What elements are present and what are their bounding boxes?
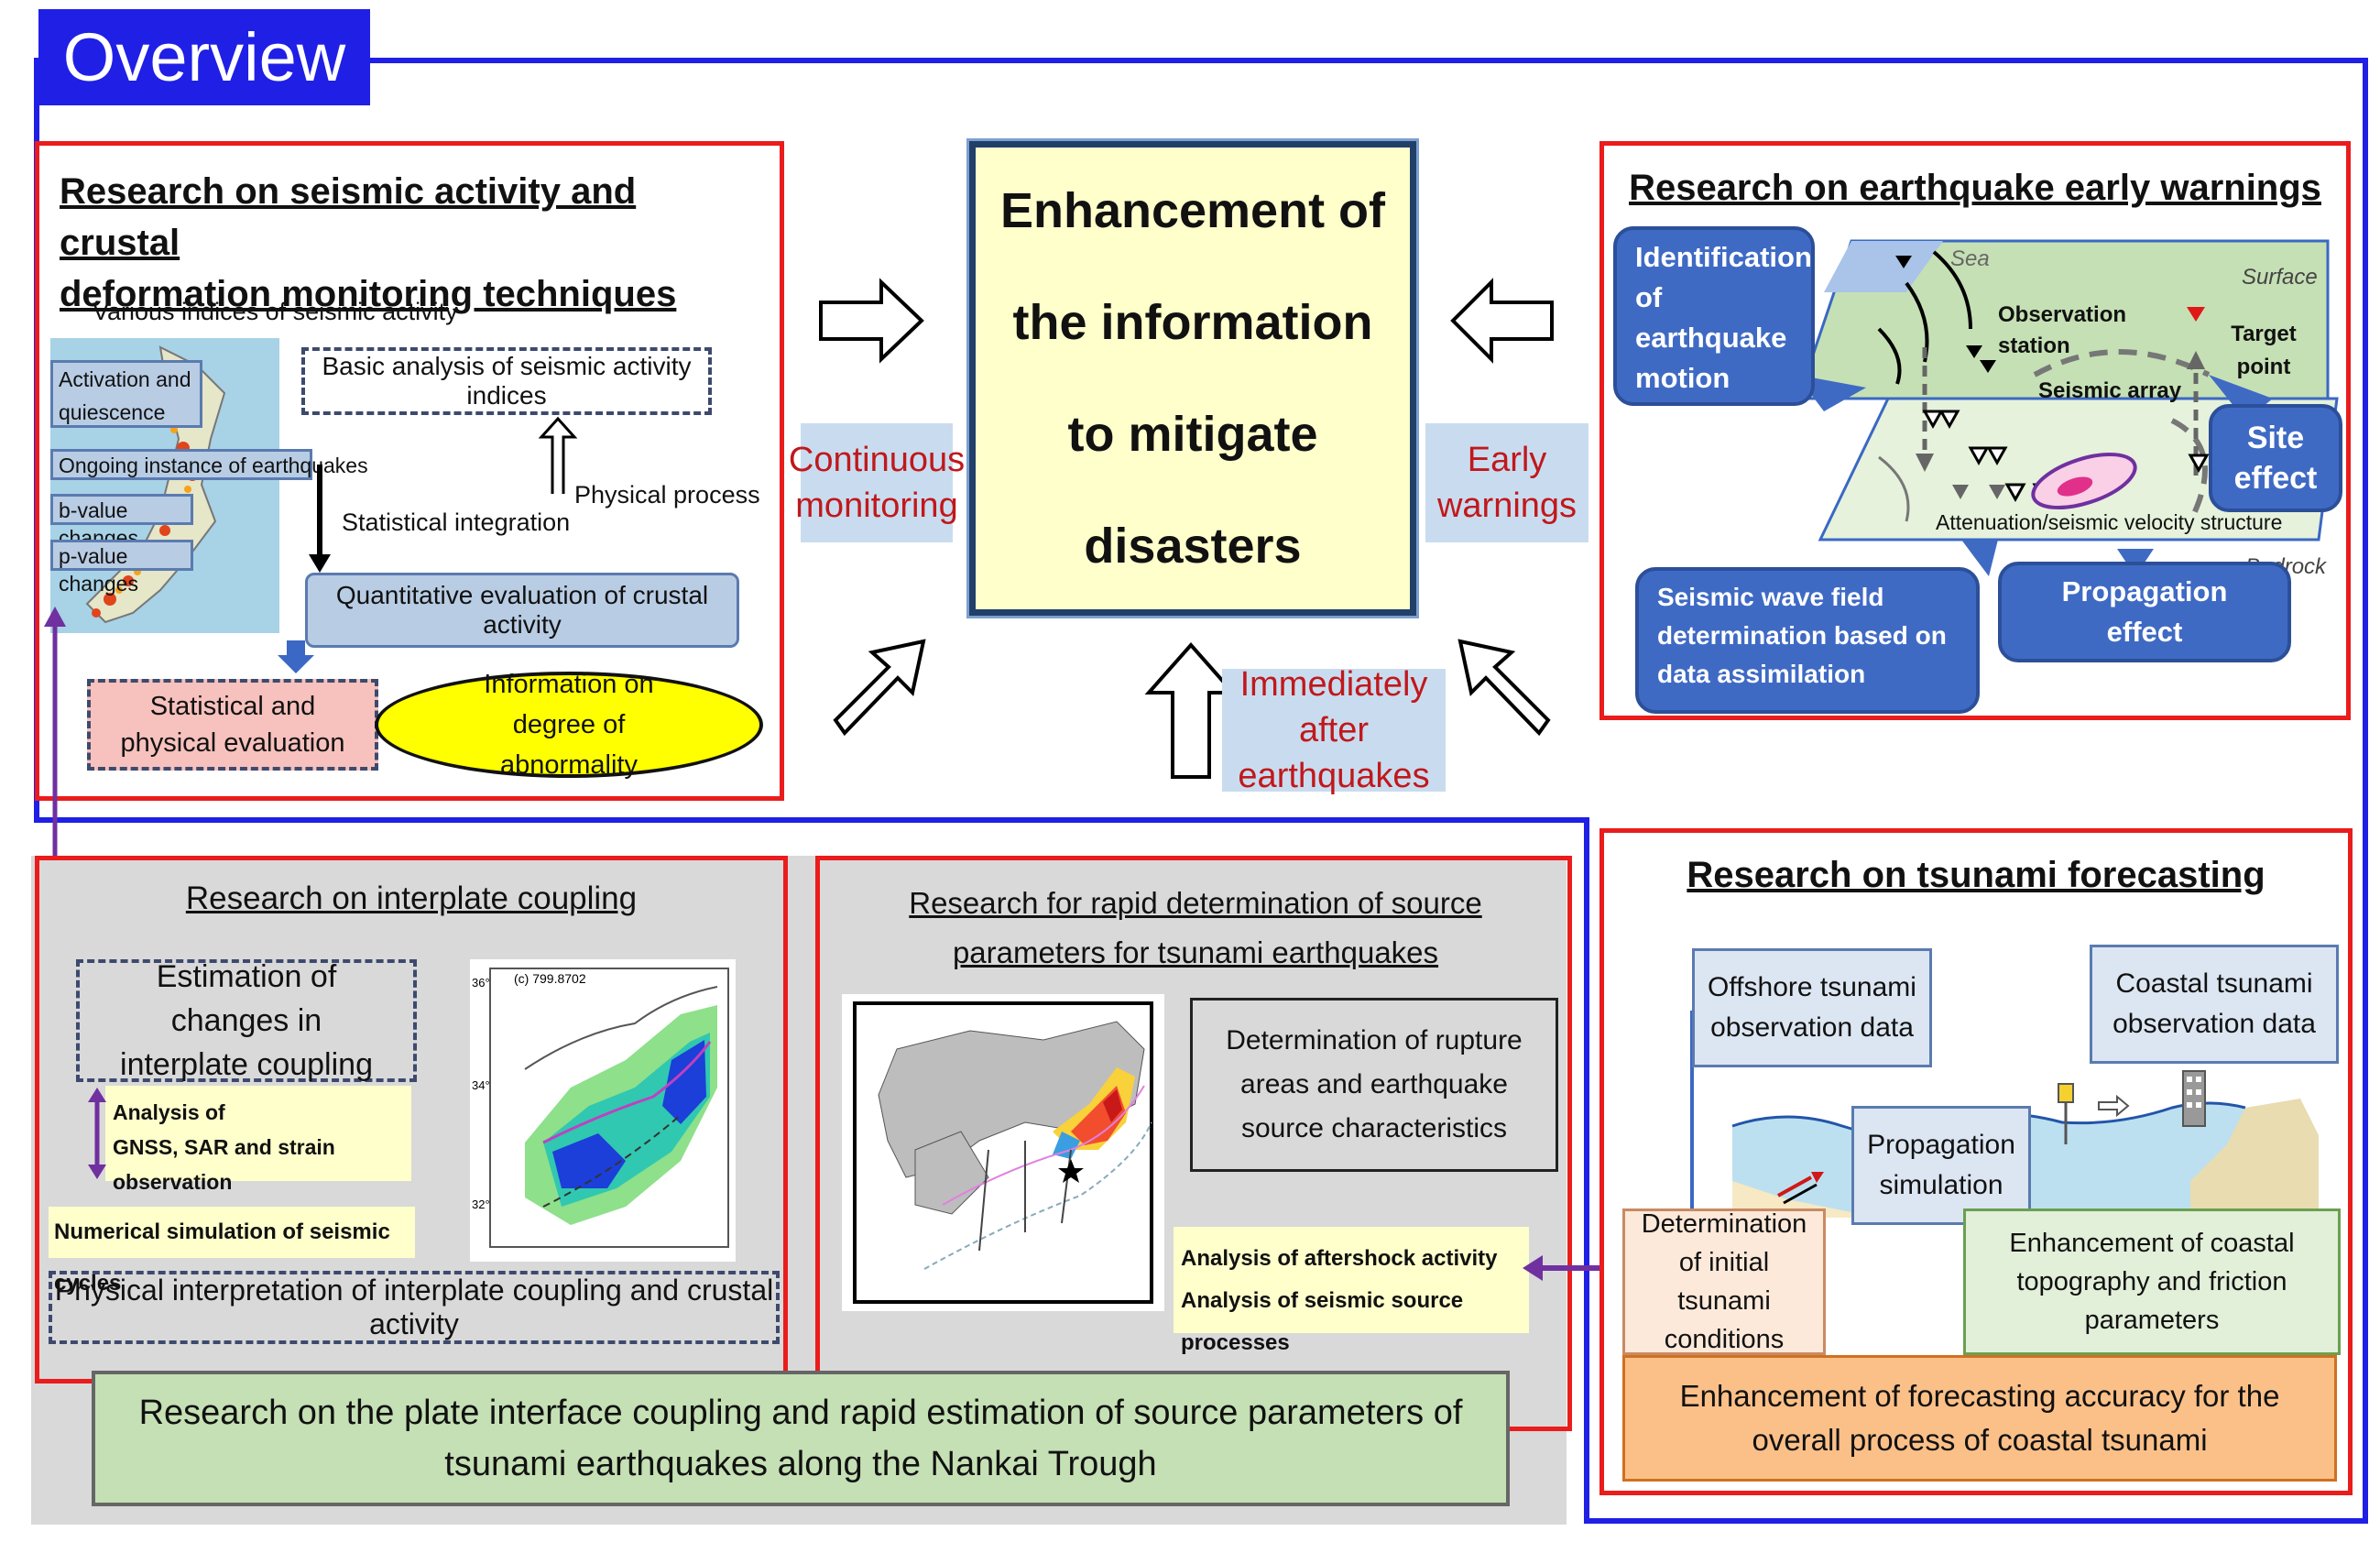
physical-process-label: Physical process	[574, 481, 760, 509]
early-warnings-label: Early warnings	[1425, 423, 1588, 542]
wavefield-callout: Seismic wave field determination based o…	[1635, 567, 1980, 714]
attenuation-label: Attenuation/seismic velocity structure	[1936, 510, 2283, 534]
aftershock-note: Analysis of aftershock activity Analysis…	[1174, 1227, 1529, 1355]
forecasting-accuracy-box: Enhancement of forecasting accuracy for …	[1622, 1355, 2337, 1482]
coupling-map-caption: (c) 799.8702	[514, 971, 586, 986]
observation-station-label: Observation station	[1998, 302, 2127, 358]
overview-title: Overview	[38, 9, 370, 105]
indices-label: Various indices of seismic activity	[93, 298, 458, 325]
statistical-integration-label: Statistical integration	[342, 509, 571, 536]
tsunami-source-map	[842, 994, 1164, 1311]
analysis-line1: Analysis of	[113, 1100, 225, 1124]
physical-interpretation-box: Physical interpretation of interplate co…	[49, 1271, 780, 1344]
target-point-label: Target point	[2231, 322, 2297, 379]
numerical-note: Numerical simulation of seismic cycles	[49, 1207, 415, 1296]
coupling-map: (c) 799.8702 36° 34° 32°	[470, 959, 736, 1262]
coupling-map-graphic: (c) 799.8702 36° 34° 32°	[472, 968, 729, 1248]
sea-label: Sea	[1950, 246, 1990, 271]
offshore-data-box: Offshore tsunami observation data	[1692, 948, 1932, 1067]
center-enhancement-text: Enhancement of the information to mitiga…	[999, 183, 1386, 574]
lat-32: 32°	[472, 1198, 490, 1211]
coastal-data-box: Coastal tsunami observation data	[2090, 945, 2339, 1064]
tsunami-panel: Research on tsunami forecasting Offshore…	[1599, 828, 2353, 1495]
early-warning-panel: Research on earthquake early warnings	[1599, 141, 2351, 720]
source-title: Research for rapid determination of sour…	[909, 886, 1482, 969]
lat-34: 34°	[472, 1078, 490, 1092]
lat-36: 36°	[472, 976, 490, 990]
estimation-box: Estimation of changes in interplate coup…	[76, 959, 417, 1082]
early-warning-title: Research on earthquake early warnings	[1629, 168, 2321, 208]
site-effect-callout: Site effect	[2209, 404, 2342, 512]
topography-box: Enhancement of coastal topography and fr…	[1963, 1208, 2341, 1355]
interplate-panel: Research on interplate coupling Estimati…	[35, 856, 788, 1383]
continuous-monitoring-label: Continuous monitoring	[789, 423, 965, 542]
aftershock-text: Analysis of aftershock activity	[1181, 1246, 1498, 1271]
tsunami-title: Research on tsunami forecasting	[1687, 855, 2265, 895]
analysis-line2: GNSS, SAR and strain observation	[113, 1135, 335, 1194]
p-value-label: p-value changes	[50, 540, 193, 596]
propagation-simulation-box: Propagation simulation	[1851, 1106, 2031, 1225]
interplate-title: Research on interplate coupling	[185, 880, 638, 916]
propagation-effect-callout: Propagation effect	[1998, 562, 2291, 662]
quantitative-evaluation-box: Quantitative evaluation of crustal activ…	[305, 573, 739, 648]
center-enhancement-box: Enhancement of the information to mitiga…	[969, 141, 1416, 616]
abnormality-ellipse: Information on degree of abnormality	[375, 670, 763, 780]
ongoing-earthquakes-label: Ongoing instance of earthquakes	[50, 449, 368, 480]
seismic-title-line2: deformation monitoring techniques	[60, 274, 677, 314]
seismic-title-line1: Research on seismic activity and crustal	[60, 171, 637, 263]
activation-quiescence-label: Activation and quiescence	[50, 360, 202, 428]
source-processes-text: Analysis of seismic source processes	[1181, 1288, 1464, 1355]
identification-callout: Identification of earthquake motion type…	[1613, 226, 1815, 434]
basic-analysis-box: Basic analysis of seismic activity indic…	[301, 347, 712, 415]
nankai-box: Research on the plate interface coupling…	[92, 1371, 1510, 1506]
analysis-note: Analysis of GNSS, SAR and strain observa…	[105, 1086, 411, 1194]
seismic-array-label: Seismic array	[2038, 378, 2182, 403]
initial-conditions-box: Determination of initial tsunami conditi…	[1622, 1208, 1826, 1355]
interplate-purple-arrow	[88, 1088, 106, 1179]
rupture-areas-box: Determination of rupture areas and earth…	[1190, 998, 1558, 1172]
tsunami-source-map-graphic	[853, 1001, 1153, 1304]
early-warning-diagram	[1796, 239, 2339, 576]
surface-label: Surface	[2242, 265, 2318, 290]
source-parameters-panel: Research for rapid determination of sour…	[815, 856, 1572, 1431]
seismic-arrows	[278, 416, 578, 673]
seismic-activity-panel: Research on seismic activity and crustal…	[35, 141, 784, 801]
immediately-after-label: Immediately after earthquakes	[1222, 665, 1446, 795]
seismic-panel-title: Research on seismic activity and crustal…	[60, 166, 756, 320]
